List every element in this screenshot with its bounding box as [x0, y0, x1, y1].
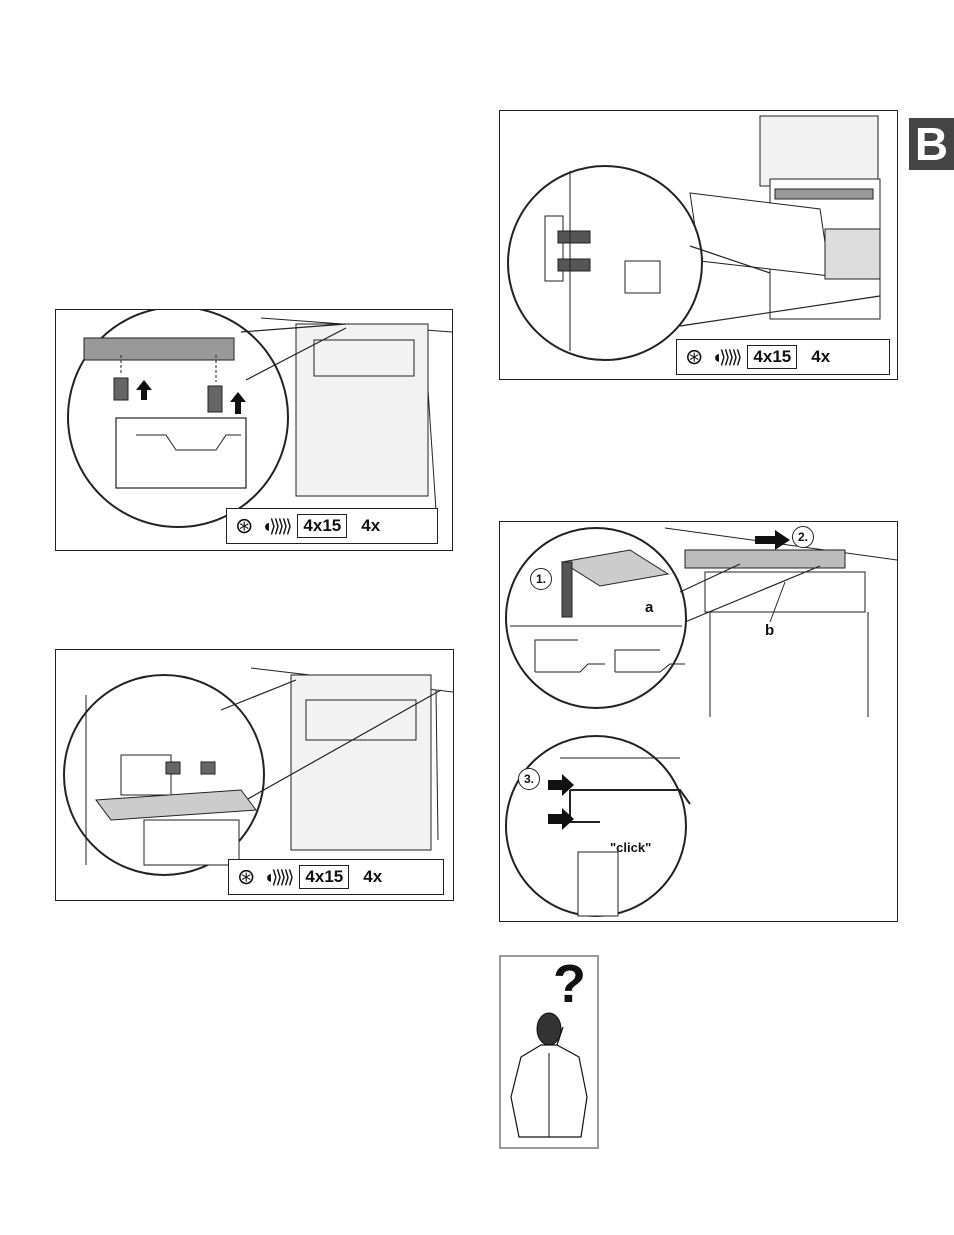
screw-size: 4x15	[747, 345, 797, 369]
screw-icon: ◖⟩⟩⟩⟩⟩	[263, 867, 291, 888]
thinking-person-drawing	[501, 957, 597, 1147]
screw-icon: ◖⟩⟩⟩⟩⟩	[711, 347, 739, 368]
screw-size: 4x15	[297, 514, 347, 538]
figure-cover-strip-drawing	[500, 522, 897, 921]
step-2-marker: 2.	[792, 526, 814, 548]
screw-spec: ⊛ ◖⟩⟩⟩⟩⟩ 4x15 4x	[226, 508, 438, 544]
label-a: a	[645, 599, 653, 616]
help-figure: ?	[499, 955, 599, 1149]
screw-quantity: 4x	[363, 867, 382, 887]
click-callout: "click"	[610, 840, 651, 855]
figure-top-screws: ⊛ ◖⟩⟩⟩⟩⟩ 4x15 4x	[55, 309, 453, 551]
figure-cover-strip: 1. 2. 3. a b "click"	[499, 521, 898, 922]
label-b: b	[765, 622, 774, 639]
section-tab: B	[909, 118, 954, 170]
torx-icon: ⊛	[685, 344, 703, 370]
screw-quantity: 4x	[361, 516, 380, 536]
screw-spec: ⊛ ◖⟩⟩⟩⟩⟩ 4x15 4x	[228, 859, 444, 895]
screw-quantity: 4x	[811, 347, 830, 367]
figure-base-screws: ⊛ ◖⟩⟩⟩⟩⟩ 4x15 4x	[499, 110, 898, 380]
screw-size: 4x15	[299, 865, 349, 889]
step-3-marker: 3.	[518, 768, 540, 790]
screw-spec: ⊛ ◖⟩⟩⟩⟩⟩ 4x15 4x	[676, 339, 890, 375]
screw-icon: ◖⟩⟩⟩⟩⟩	[261, 516, 289, 537]
figure-side-bracket: ⊛ ◖⟩⟩⟩⟩⟩ 4x15 4x	[55, 649, 454, 901]
step-1-marker: 1.	[530, 568, 552, 590]
torx-icon: ⊛	[237, 864, 255, 890]
torx-icon: ⊛	[235, 513, 253, 539]
